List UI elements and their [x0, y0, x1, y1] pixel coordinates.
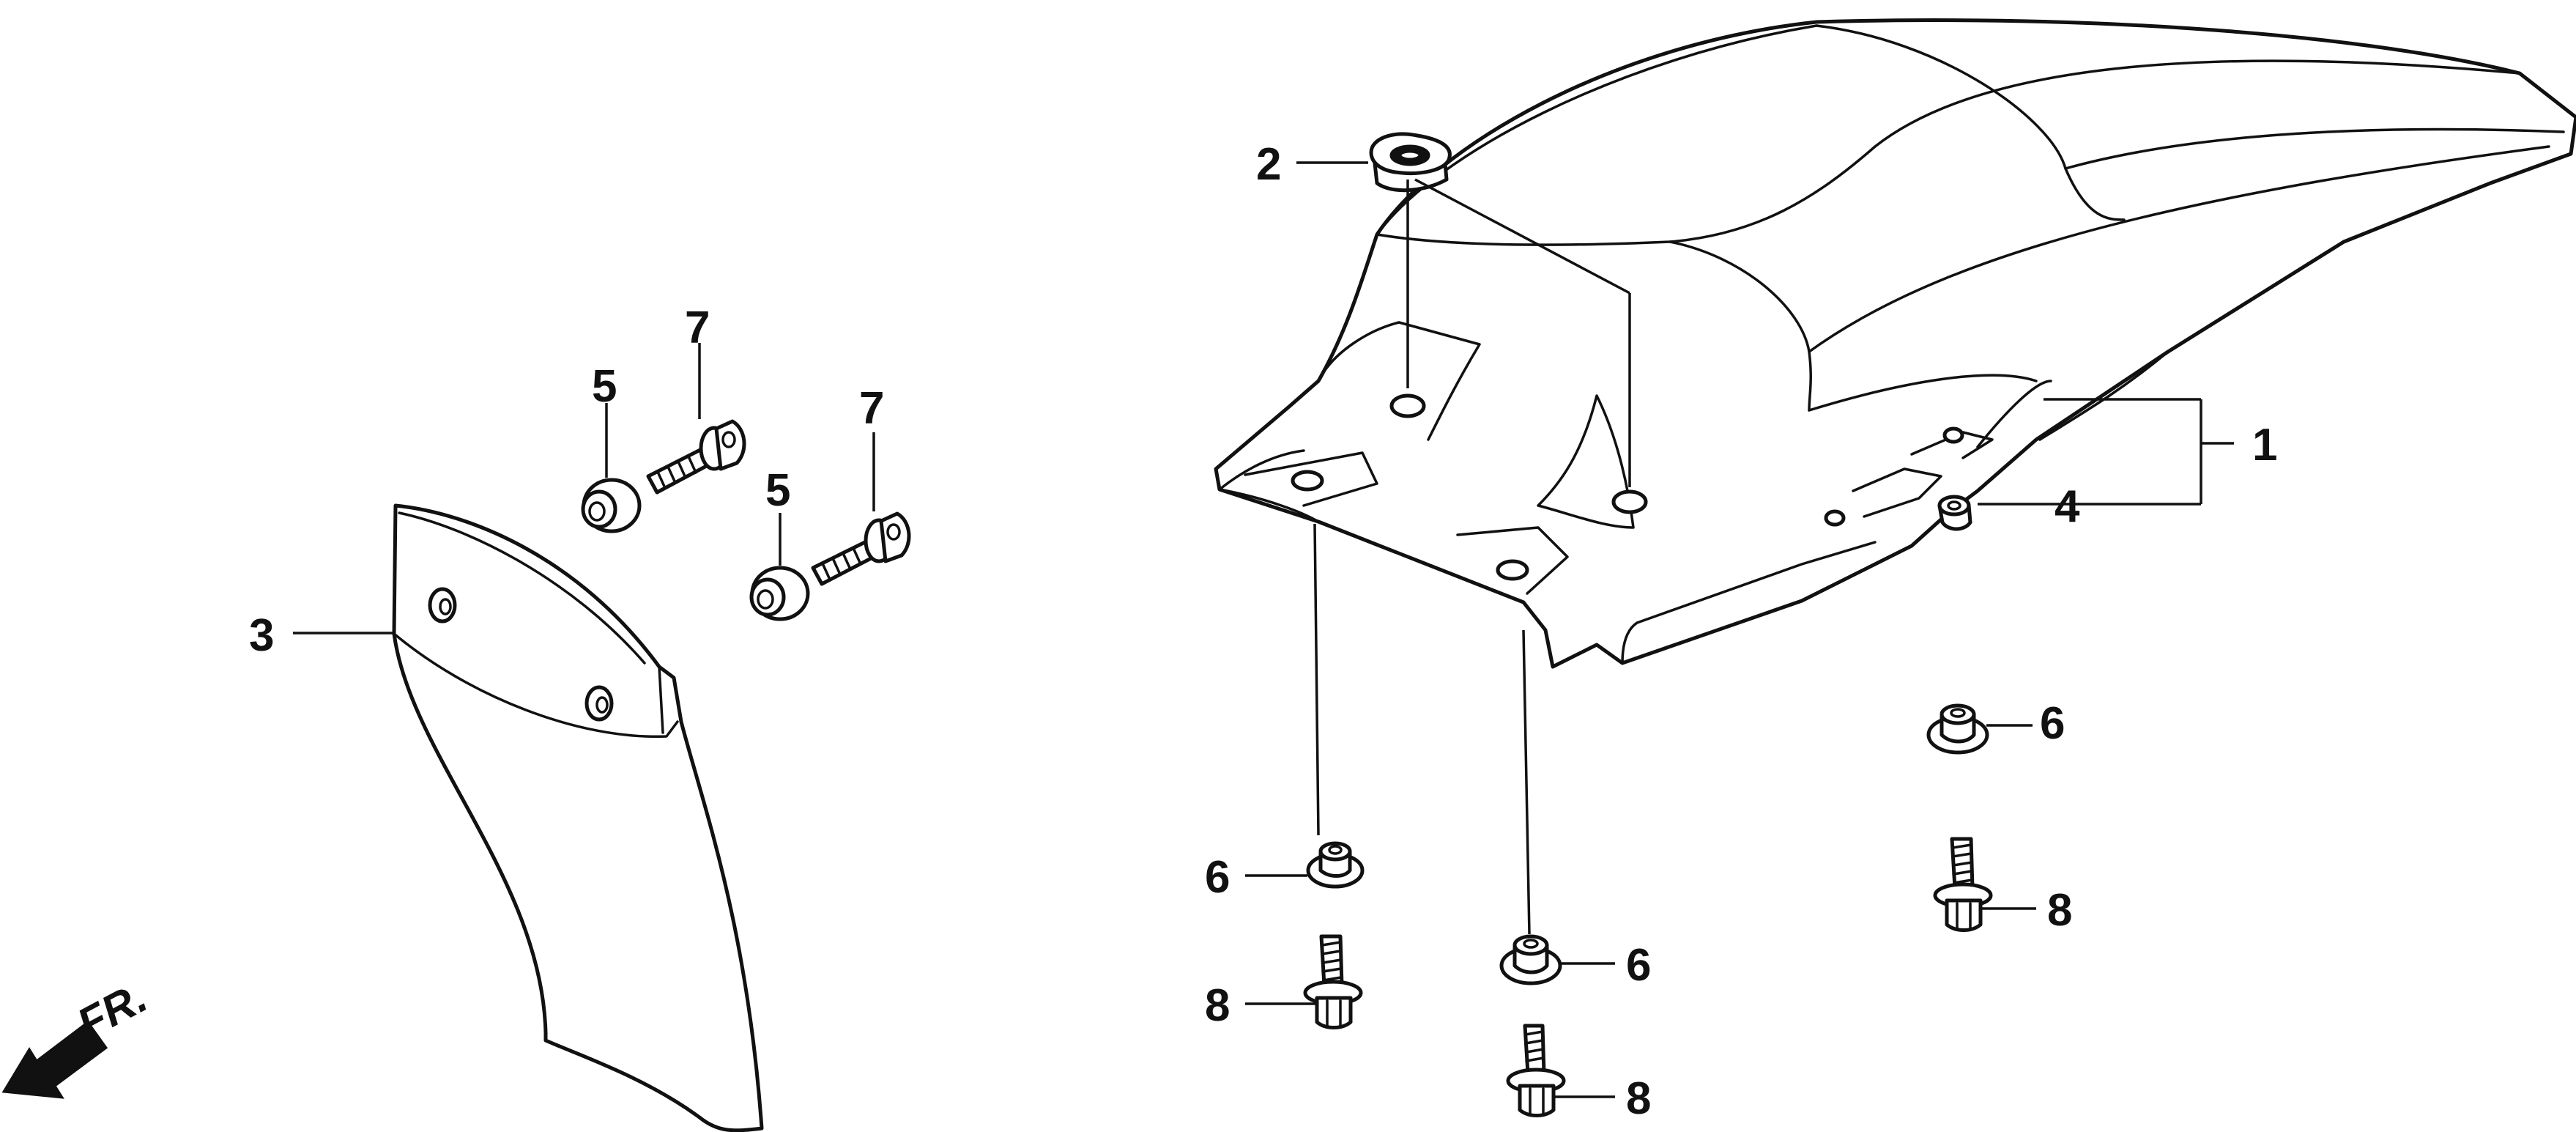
collar-part-4: [1937, 495, 1972, 531]
collar-part-5-upper: [581, 478, 642, 533]
callout-8-b: 8: [1626, 1073, 1651, 1124]
bolt-part-8-b: [1506, 1024, 1566, 1117]
nut-part-6-c: [1926, 703, 1989, 755]
callout-7-upper: 7: [685, 303, 710, 353]
callout-1: 1: [2252, 420, 2277, 470]
nut-part-6-b: [1499, 934, 1562, 985]
callout-5-lower: 5: [765, 465, 790, 516]
collar-part-5-lower: [749, 566, 810, 621]
grommet-part-2: [1369, 132, 1452, 193]
callout-labels: 2 1 4 3 5 5 7 7 6 6 6 8 8 8: [249, 139, 2277, 1124]
callout-8-c: 8: [2047, 885, 2072, 936]
callout-6-a: 6: [1205, 852, 1230, 903]
callout-5-upper: 5: [592, 361, 617, 412]
bolt-part-7-lower: [811, 511, 911, 586]
mud-flap-part-3: [392, 503, 764, 1132]
nut-part-6-a: [1306, 841, 1365, 889]
front-direction-arrow: FR.: [1, 972, 155, 1099]
callout-4: 4: [2055, 481, 2080, 532]
callout-3: 3: [249, 610, 274, 661]
bolt-part-7-upper: [646, 419, 746, 495]
leader-lines: [293, 161, 2234, 1098]
bolt-part-8-c: [1933, 837, 1993, 932]
callout-8-a: 8: [1205, 980, 1230, 1031]
callout-2: 2: [1256, 139, 1281, 190]
bolt-part-8-a: [1303, 934, 1363, 1029]
rear-fender-part-1: [1214, 18, 2576, 669]
callout-6-c: 6: [2040, 698, 2065, 749]
callout-7-lower: 7: [859, 383, 884, 434]
callout-6-b: 6: [1626, 940, 1651, 991]
